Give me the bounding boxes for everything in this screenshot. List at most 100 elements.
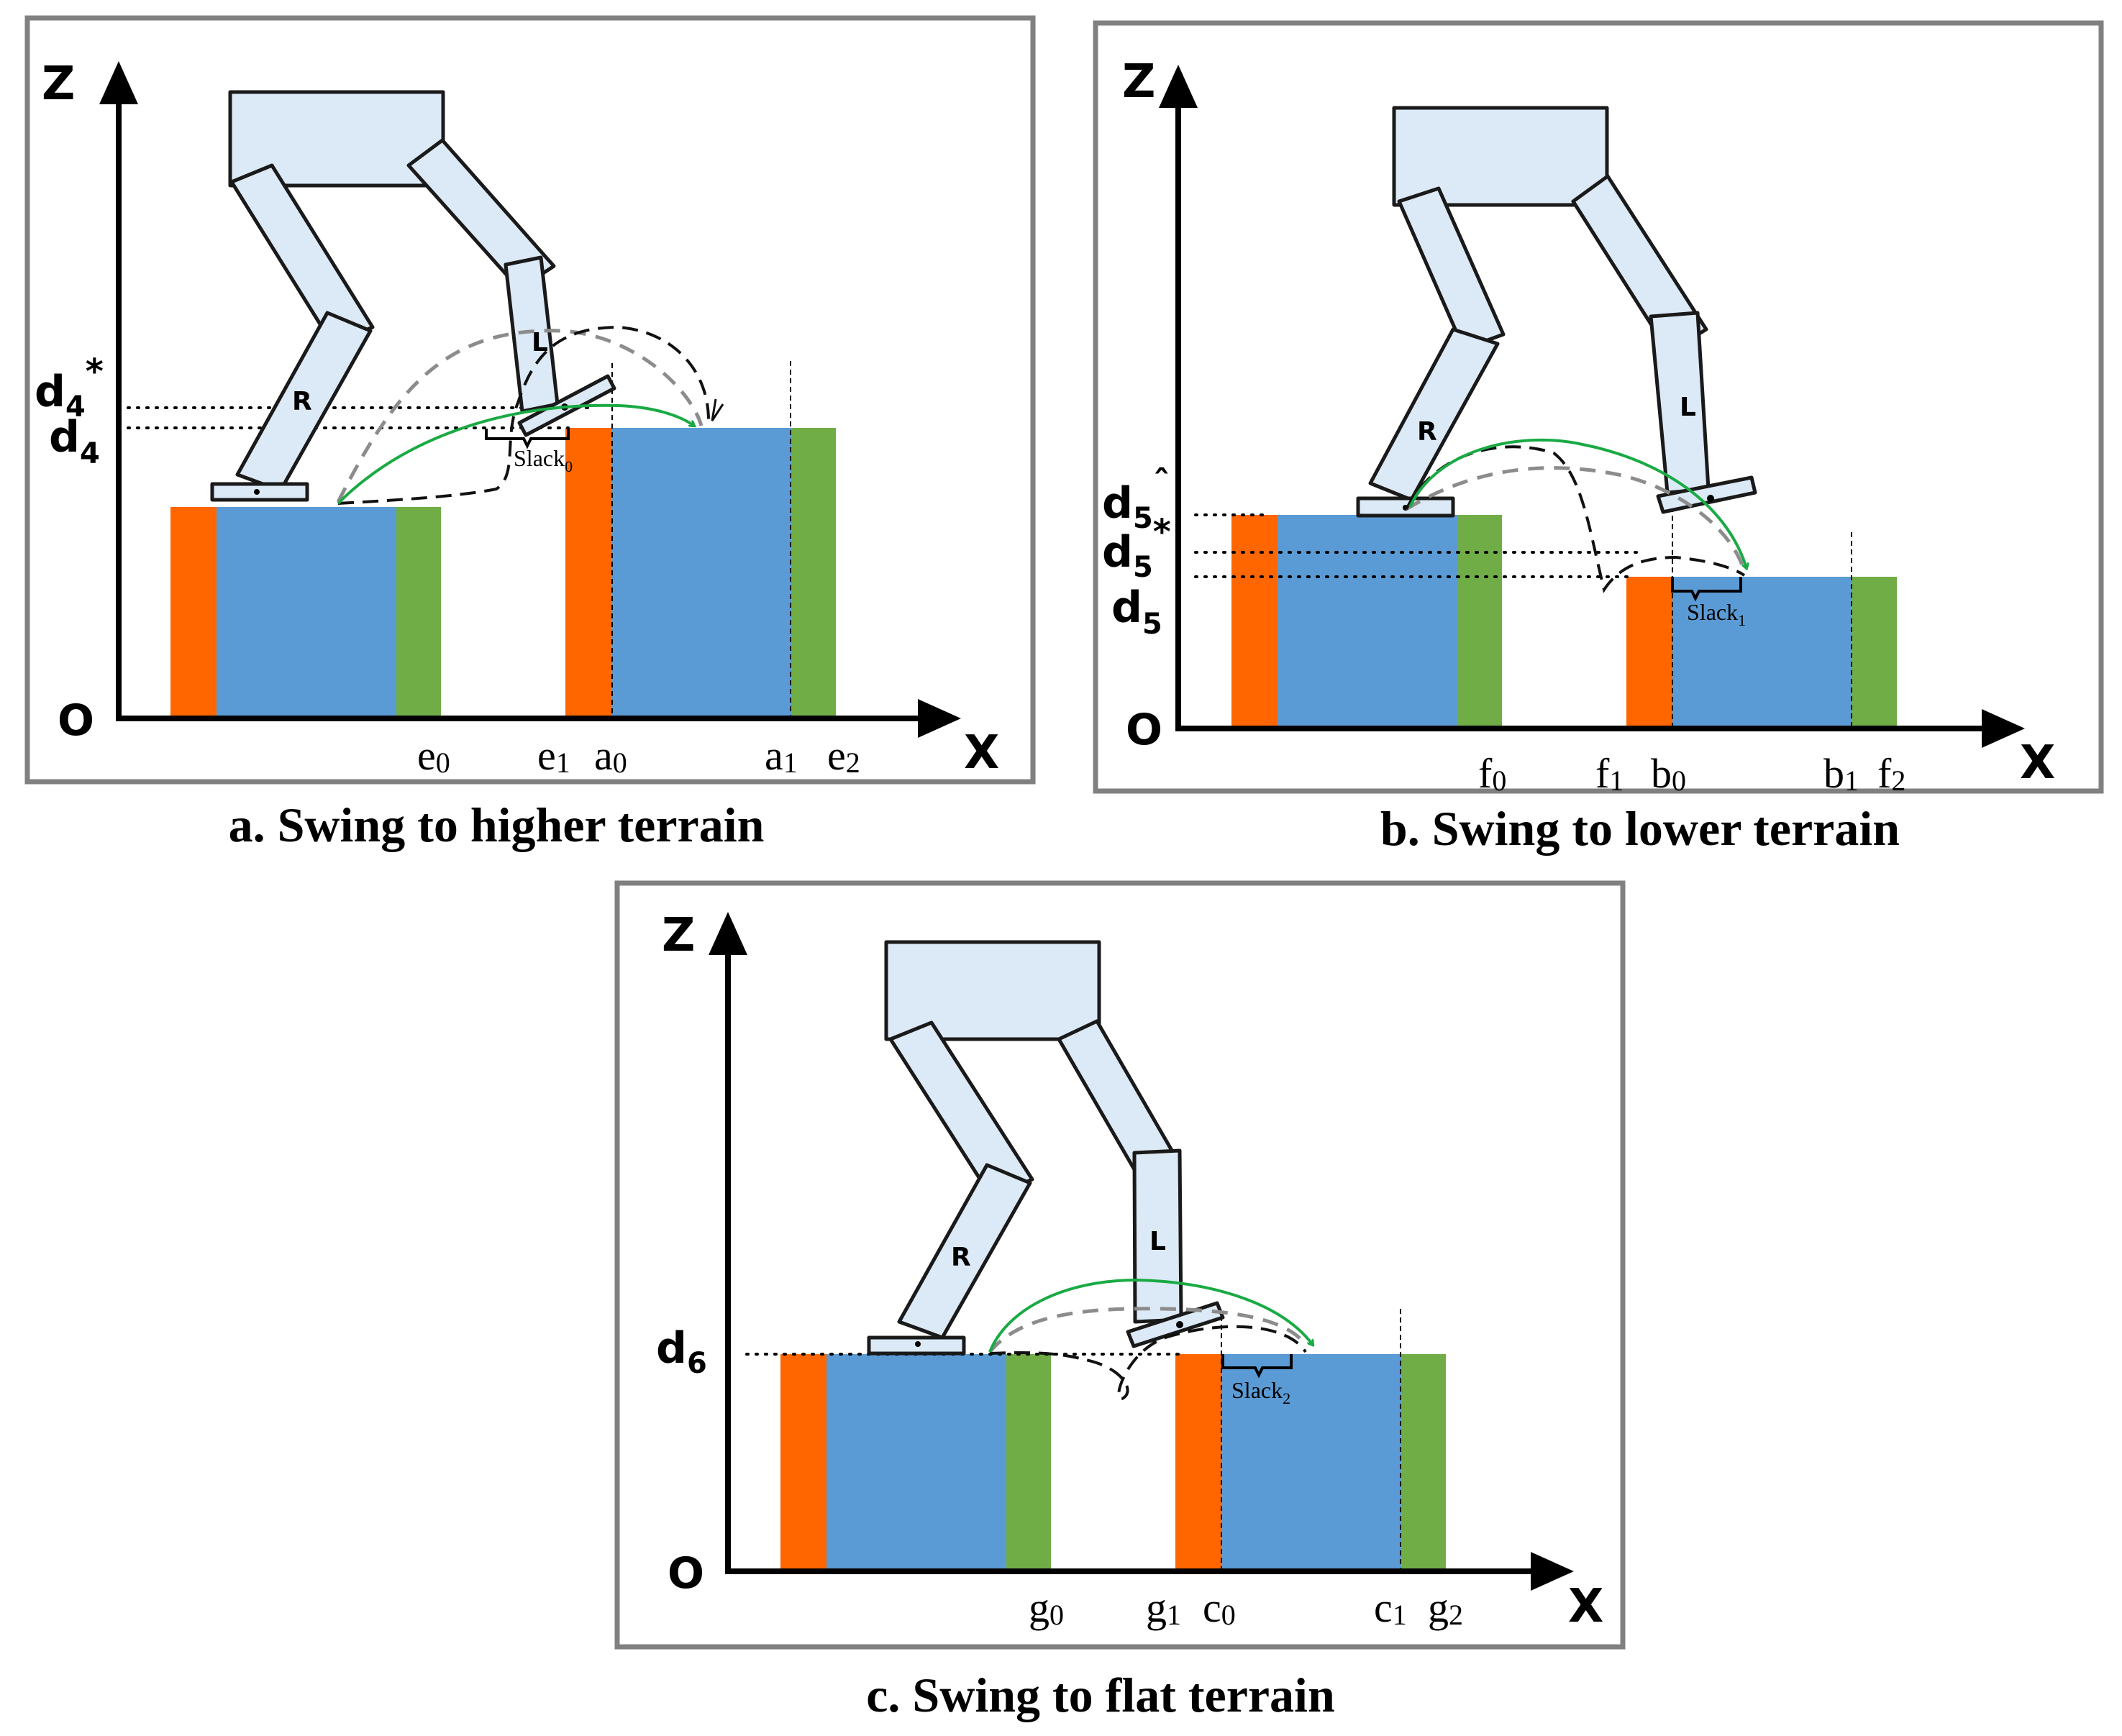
panel-c-x-g2: g2 — [1428, 1584, 1463, 1631]
panel-c-level-label-d6: d6 — [656, 1323, 707, 1380]
slack-text: Slack — [1231, 1377, 1283, 1403]
panel-a-left-thigh — [406, 138, 556, 291]
panel-a-left-leg-label: L — [532, 328, 548, 357]
panel-b-x-f1: f1 — [1595, 750, 1624, 797]
panel-b-x-f0: f0 — [1478, 750, 1506, 797]
panel-a-block2-main — [611, 428, 791, 716]
panel-a-trajectory-green — [337, 403, 694, 505]
panel-b-x-b0: b0 — [1651, 750, 1686, 797]
panel-b-left-foot — [1656, 475, 1757, 514]
slack-text: Slack — [514, 445, 565, 471]
level-sub: 5 — [1142, 608, 1162, 641]
x-sub: 0 — [1049, 1599, 1064, 1631]
panel-c-terrain — [780, 1354, 1446, 1570]
x-base: c — [1374, 1584, 1393, 1631]
x-base: a — [765, 732, 783, 779]
panel-c-x-arrowhead — [1531, 1552, 1574, 1591]
panel-b-level-label-d5: d5 — [1111, 583, 1162, 641]
x-base: g — [1428, 1584, 1449, 1631]
level-sup: * — [1153, 512, 1171, 552]
panel-c-slack-label: Slack2 — [1231, 1377, 1290, 1407]
x-base: f — [1877, 750, 1892, 797]
panel-b-block2-main — [1672, 577, 1852, 726]
panel-c-block2-orange — [1175, 1354, 1221, 1570]
level-base: d — [35, 367, 65, 417]
panel-a-block2-orange — [565, 428, 611, 716]
panel-c-z-label: Z — [662, 909, 695, 962]
x-sub: 2 — [1449, 1599, 1463, 1631]
panel-a-x-arrowhead — [918, 699, 961, 738]
panel-a-block1-orange — [170, 507, 217, 716]
panel-a-x-e0: e0 — [417, 732, 450, 779]
x-base: b — [1823, 750, 1844, 797]
x-sub: 1 — [1167, 1599, 1181, 1631]
level-sub: 6 — [687, 1347, 707, 1380]
panel-c-right-foot-joint — [915, 1341, 921, 1347]
x-base: e — [827, 732, 846, 779]
panel-c-left-foot — [1126, 1301, 1225, 1348]
panel-c-x-label: X — [1568, 1580, 1603, 1633]
x-base: f — [1478, 750, 1493, 797]
panel-a-x-labels: e0 e1 a0 a1 e2 — [417, 732, 860, 779]
level-sub: 4 — [65, 390, 86, 424]
panel-b-robot — [1356, 106, 1757, 518]
panel-c-origin-label: O — [668, 1548, 704, 1599]
panel-c-robot — [867, 940, 1225, 1356]
panel-a-terrain — [170, 428, 836, 716]
panel-a-slack-bracket — [485, 429, 570, 449]
panel-b: R L Slack1 Z X O d5ˆ d5* d5 f0 f1 b0 b1 … — [1093, 20, 2104, 856]
panel-c-trajectory-gray — [988, 1307, 1308, 1353]
x-base: c — [1203, 1584, 1221, 1631]
panel-a-trajectory-black — [337, 325, 710, 505]
panel-c-frame — [614, 880, 1626, 1650]
panel-b-z-arrowhead — [1159, 65, 1198, 108]
x-sub: 1 — [556, 746, 570, 779]
panel-a-block2-green — [791, 428, 836, 716]
panel-b-x-b1: b1 — [1823, 750, 1859, 797]
panel-b-origin-label: O — [1126, 705, 1162, 755]
panel-b-caption: b. Swing to lower terrain — [1380, 801, 1900, 856]
level-sup: ˆ — [1153, 463, 1170, 503]
panel-a-z-arrowhead — [99, 61, 138, 104]
panel-b-left-leg-label: L — [1680, 393, 1696, 422]
panel-c-x-c0: c0 — [1203, 1584, 1236, 1631]
panel-b-trajectory-green — [1408, 438, 1747, 568]
level-base: d — [1102, 527, 1133, 577]
panel-b-x-f2: f2 — [1877, 750, 1905, 797]
x-base: g — [1146, 1584, 1167, 1631]
panel-c-left-foot-joint — [1176, 1321, 1183, 1328]
x-sub: 2 — [846, 746, 860, 779]
panel-b-left-foot-joint — [1707, 495, 1714, 502]
level-sub: 5 — [1133, 551, 1153, 584]
x-sub: 1 — [783, 746, 798, 779]
level-base: d — [49, 412, 80, 462]
panel-b-right-thigh — [1397, 186, 1506, 351]
panel-a-origin-label: O — [58, 695, 94, 746]
x-sub: 1 — [1393, 1599, 1407, 1631]
panel-c-x-g0: g0 — [1029, 1584, 1064, 1631]
x-sub: 0 — [436, 746, 450, 779]
x-base: e — [537, 732, 556, 779]
panel-c-right-leg-label: R — [951, 1243, 971, 1272]
panel-c-block2-main — [1221, 1354, 1401, 1570]
slack-sub: 1 — [1738, 611, 1746, 629]
panel-a: R L Slack0 Z X O d4* d4 e0 e1 a0 a1 e2 a… — [24, 15, 1036, 852]
panel-b-block1-green — [1457, 515, 1502, 726]
panel-a-right-thigh — [229, 163, 375, 346]
x-sub: 1 — [1609, 764, 1624, 797]
panel-c-block1-main — [827, 1354, 1006, 1570]
x-sub: 0 — [1672, 764, 1686, 797]
panel-b-block1-orange — [1231, 515, 1278, 726]
panel-c-x-c1: c1 — [1374, 1584, 1407, 1631]
panel-a-trajectory-black-tick — [711, 398, 724, 421]
panel-c-torso — [884, 940, 1101, 1041]
panel-b-x-labels: f0 f1 b0 b1 f2 — [1478, 750, 1905, 797]
panel-a-robot — [210, 90, 616, 502]
x-base: b — [1651, 750, 1672, 797]
x-sub: 1 — [1844, 764, 1859, 797]
x-sub: 2 — [1891, 764, 1905, 797]
panel-b-right-foot — [1356, 496, 1455, 518]
panel-b-left-thigh — [1571, 174, 1708, 355]
x-base: g — [1029, 1584, 1049, 1631]
